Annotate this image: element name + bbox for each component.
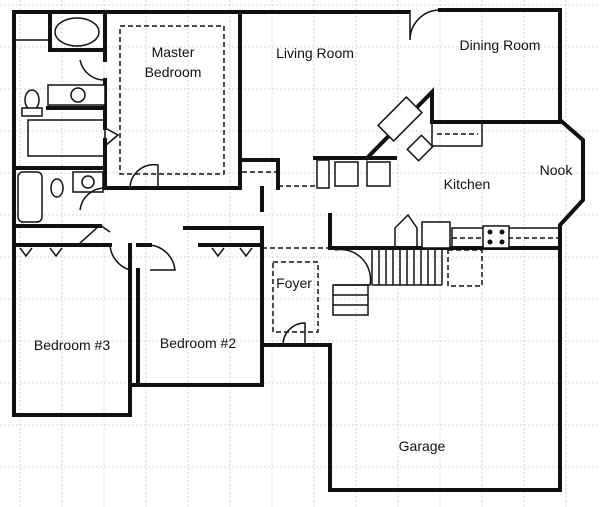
- kitchen-area: [238, 87, 562, 287]
- foyer-label: Foyer: [276, 275, 312, 291]
- bedrooms: [12, 186, 264, 417]
- bedroom2-label: Bedroom #2: [159, 335, 237, 351]
- sink-icon: [70, 87, 86, 103]
- toilet-icon: [50, 178, 64, 198]
- closet-shelf: [27, 119, 106, 157]
- dining-room-label: Dining Room: [459, 37, 541, 53]
- foyer-stairs: [272, 248, 443, 346]
- refrigerator-icon: [366, 161, 391, 187]
- nook-label: Nook: [539, 162, 573, 178]
- tub-icon: [54, 17, 100, 47]
- bed-outline: [119, 25, 225, 175]
- dishwasher-icon: [421, 221, 451, 249]
- bedroom3-label: Bedroom #3: [33, 337, 111, 353]
- master-suite: [12, 10, 242, 190]
- cooktop-icon: [482, 225, 510, 249]
- kitchen-sink-icon: [406, 134, 434, 162]
- toilet-icon: [24, 89, 40, 111]
- sink-counter: [47, 84, 106, 106]
- stairs: [371, 250, 443, 286]
- hall-bath: [12, 171, 106, 228]
- exterior-walls: [12, 8, 585, 492]
- bathtub-icon: [17, 171, 43, 223]
- front-door-swing: [409, 9, 441, 41]
- garage-label: Garage: [398, 438, 446, 454]
- sink-counter: [72, 171, 104, 193]
- pantry-icon: [377, 96, 423, 142]
- range-icon: [334, 161, 359, 187]
- living-room-label: Living Room: [276, 45, 354, 61]
- master-bedroom-label-line2: Bedroom: [144, 64, 202, 80]
- master-bedroom-label-line1: Master: [151, 44, 195, 60]
- kitchen-label: Kitchen: [443, 176, 491, 192]
